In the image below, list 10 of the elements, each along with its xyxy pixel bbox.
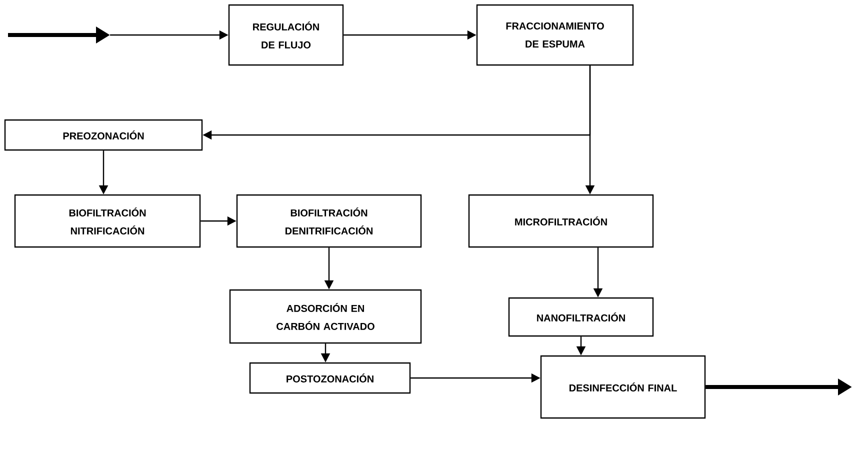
process-box: DESINFECCIÓN FINAL: [540, 355, 706, 419]
process-box: BIOFILTRACIÓN NITRIFICACIÓN: [14, 194, 201, 248]
process-box: ADSORCIÓN EN CARBÓN ACTIVADO: [229, 289, 422, 344]
process-box: REGULACIÓN DE FLUJO: [228, 4, 344, 66]
process-box: FRACCIONAMIENTO DE ESPUMA: [476, 4, 634, 66]
process-box: PREOZONACIÓN: [4, 119, 203, 151]
process-box: POSTOZONACIÓN: [249, 362, 411, 394]
process-box: MICROFILTRACIÓN: [468, 194, 654, 248]
process-box: NANOFILTRACIÓN: [508, 297, 654, 337]
process-box: BIOFILTRACIÓN DENITRIFICACIÓN: [236, 194, 422, 248]
